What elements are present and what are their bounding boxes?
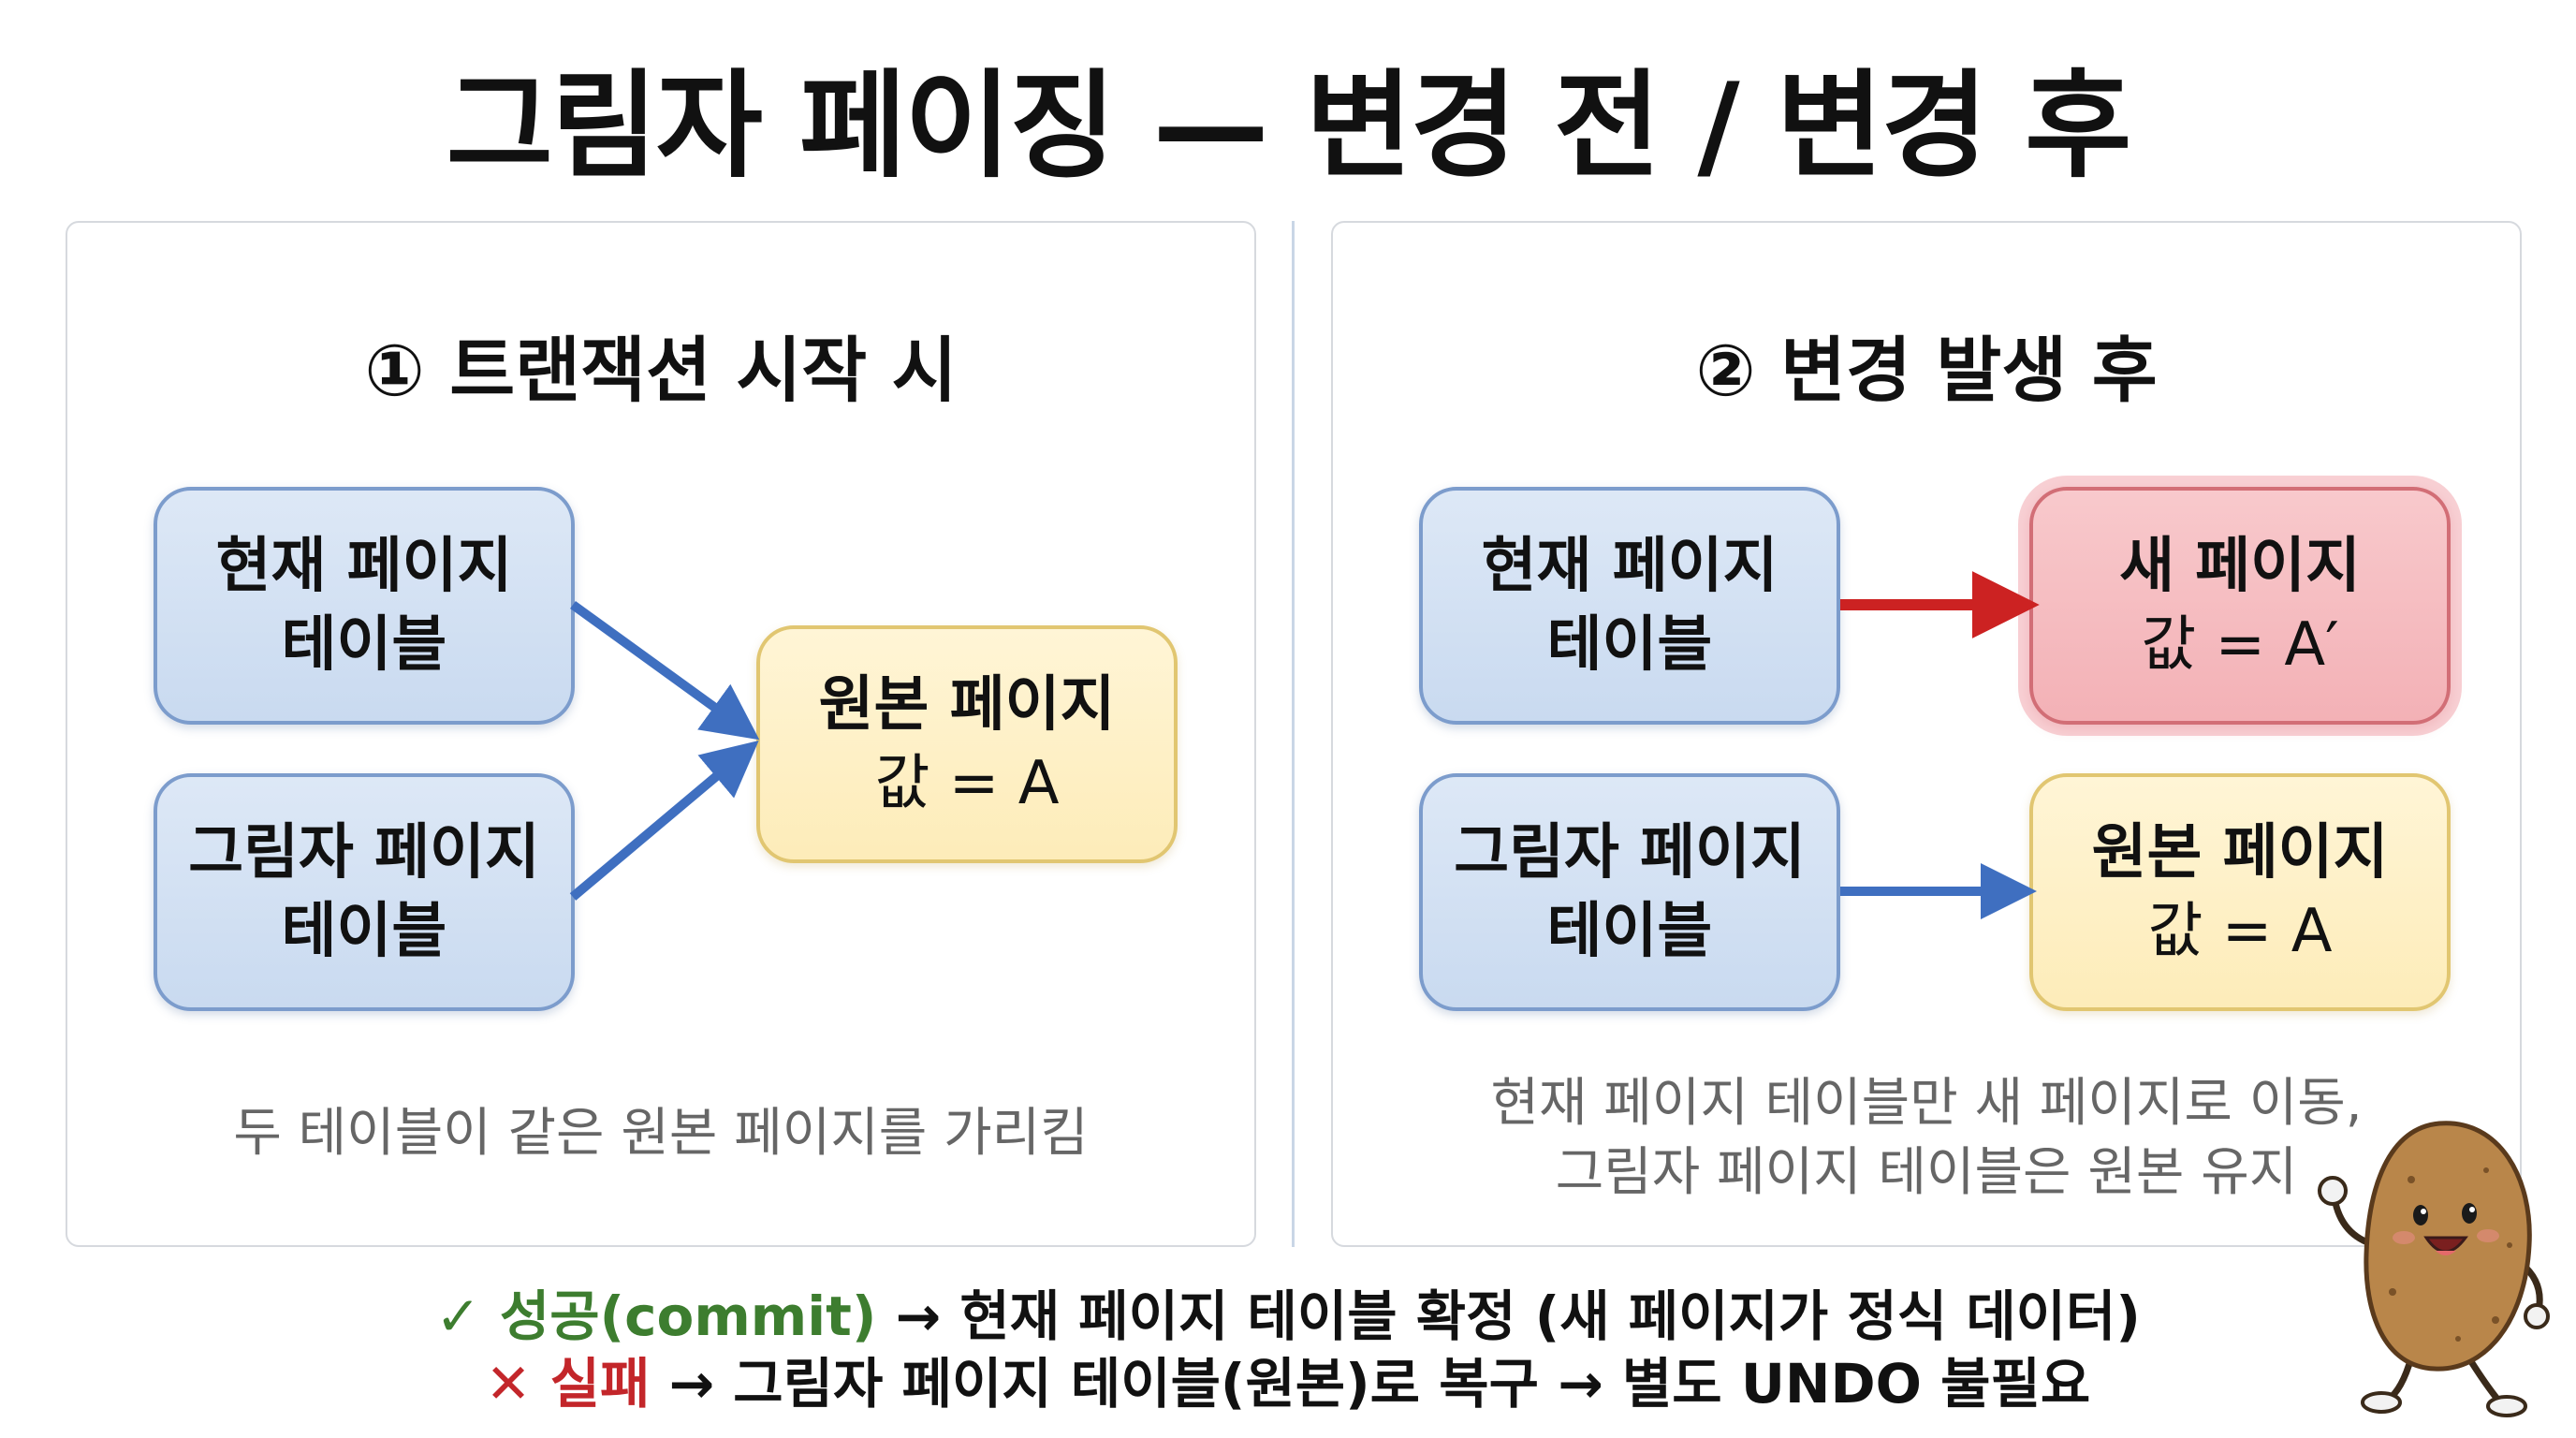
panel-heading-before: ① 트랜잭션 시작 시 [364, 329, 958, 412]
success-text: → 현재 페이지 테이블 확정 (새 페이지가 정식 데이터) [876, 1284, 2141, 1348]
original-page-box: 원본 페이지 값 = A [2029, 773, 2451, 1011]
current-page-table-box: 현재 페이지 테이블 [154, 487, 575, 725]
box-label-line1: 현재 페이지 [215, 532, 513, 601]
potato-mascot-icon [2318, 1121, 2550, 1417]
box-label-line2: 테이블 [1546, 610, 1713, 680]
panel-heading-after: ② 변경 발생 후 [1695, 329, 2158, 412]
page-value: 값 = A [2147, 897, 2333, 966]
original-page-box: 원본 페이지 값 = A [756, 625, 1178, 863]
footer-fail-line: ✕ 실패 → 그림자 페이지 테이블(원본)로 복구 → 별도 UNDO 불필요 [0, 1350, 2576, 1417]
caption-after-line2: 그림자 페이지 테이블은 원본 유지 [1555, 1142, 2298, 1203]
check-icon: ✓ [435, 1284, 481, 1348]
box-label-line1: 현재 페이지 [1481, 532, 1778, 601]
fail-text: → 그림자 페이지 테이블(원본)로 복구 → 별도 UNDO 불필요 [650, 1352, 2091, 1416]
box-label-line2: 테이블 [281, 610, 447, 680]
current-page-table-box: 현재 페이지 테이블 [1419, 487, 1840, 725]
new-page-box: 새 페이지 값 = A′ [2029, 487, 2451, 725]
footer-success-line: ✓ 성공(commit) → 현재 페이지 테이블 확정 (새 페이지가 정식 … [0, 1283, 2576, 1350]
page-label: 원본 페이지 [2091, 818, 2389, 888]
fail-label: 실패 [549, 1352, 651, 1416]
shadow-page-table-box: 그림자 페이지 테이블 [1419, 773, 1840, 1011]
page-value: 값 = A [874, 749, 1060, 818]
success-label: 성공(commit) [499, 1284, 877, 1348]
page-value: 값 = A′ [2141, 610, 2339, 680]
shadow-page-table-box: 그림자 페이지 테이블 [154, 773, 575, 1011]
caption-after-line1: 현재 페이지 테이블만 새 페이지로 이동, [1490, 1073, 2363, 1134]
box-label-line1: 그림자 페이지 [188, 818, 540, 888]
cross-icon: ✕ [485, 1352, 532, 1416]
box-label-line2: 테이블 [1546, 897, 1713, 966]
page-label: 새 페이지 [2119, 532, 2361, 601]
caption-before: 두 테이블이 같은 원본 페이지를 가리킴 [233, 1103, 1089, 1164]
page-label: 원본 페이지 [818, 670, 1116, 740]
box-label-line2: 테이블 [281, 897, 447, 966]
page-title: 그림자 페이징 — 변경 전 / 변경 후 [446, 59, 2131, 194]
panel-divider [1292, 221, 1295, 1247]
panel-before: ① 트랜잭션 시작 시 현재 페이지 테이블 그림자 페이지 테이블 원본 페이… [66, 221, 1256, 1247]
panel-after: ② 변경 발생 후 현재 페이지 테이블 그림자 페이지 테이블 새 페이지 값… [1331, 221, 2522, 1247]
box-label-line1: 그림자 페이지 [1454, 818, 1806, 888]
